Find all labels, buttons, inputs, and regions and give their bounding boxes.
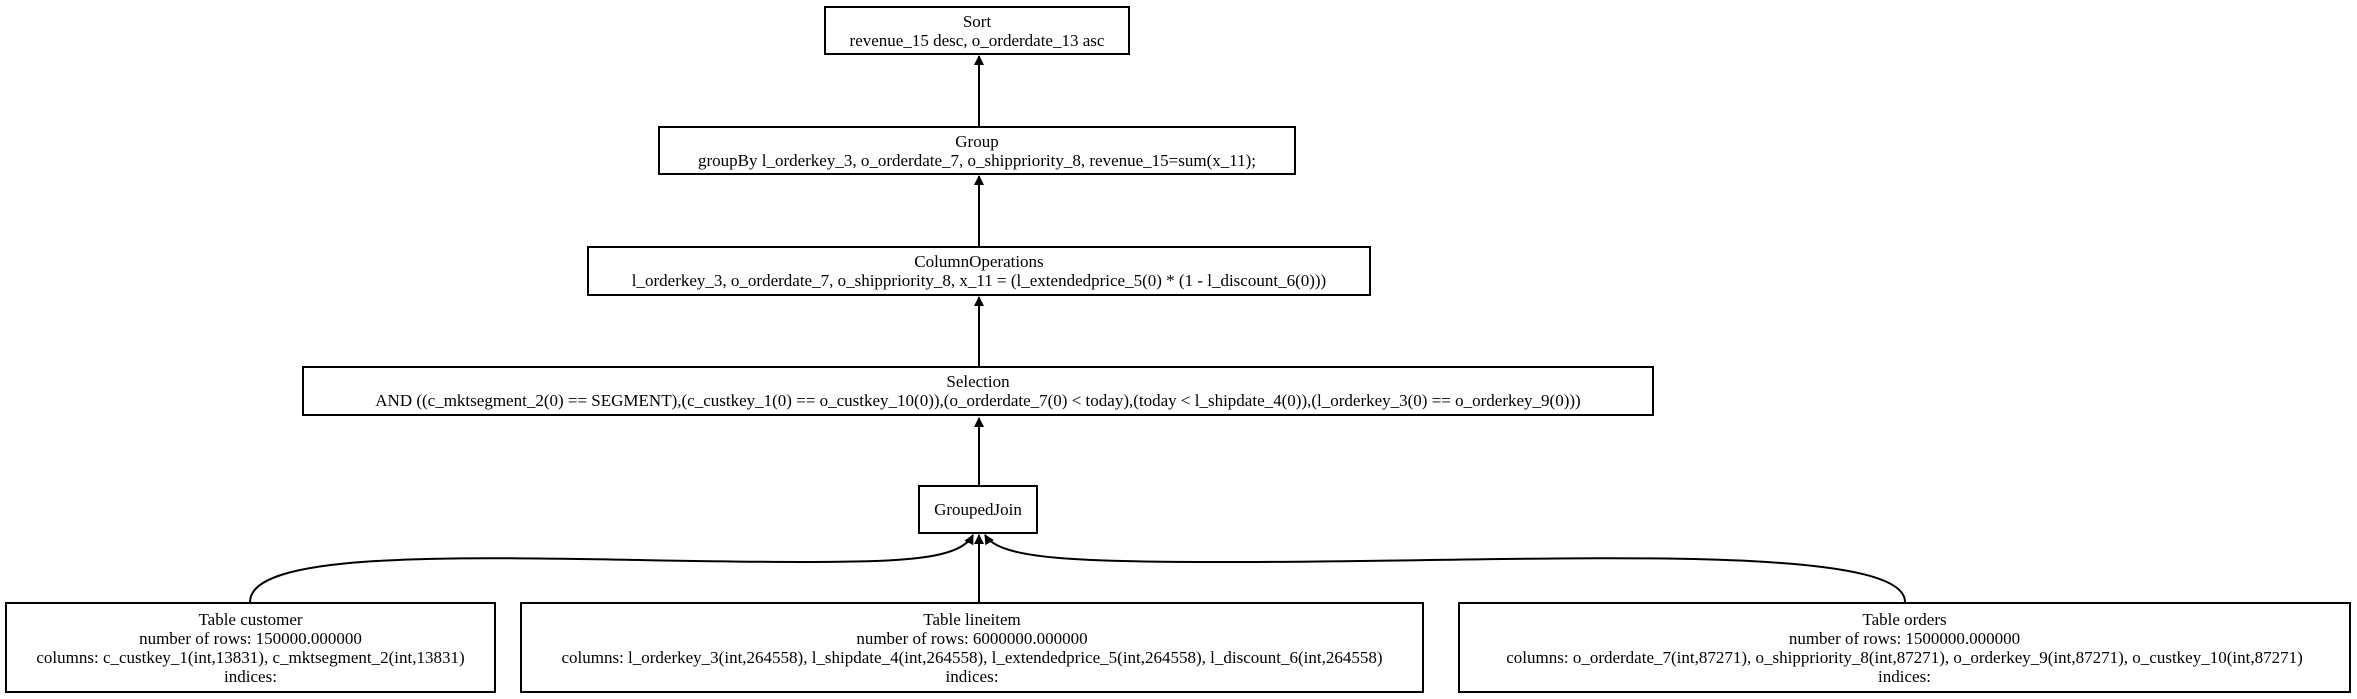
edge-customer-to-grouped-join (249, 534, 974, 603)
node-column-operations-detail: l_orderkey_3, o_orderdate_7, o_shipprior… (631, 271, 1327, 290)
node-table-customer-columns: columns: c_custkey_1(int,13831), c_mktse… (36, 647, 465, 667)
node-grouped-join-title: GroupedJoin (934, 500, 1022, 519)
node-sort-title: Sort (962, 11, 992, 31)
node-table-lineitem-title: Table lineitem (923, 609, 1021, 629)
node-group-detail: groupBy l_orderkey_3, o_orderdate_7, o_s… (697, 150, 1257, 170)
node-table-customer-title: Table customer (198, 609, 303, 629)
node-sort-detail: revenue_15 desc, o_orderdate_13 asc (849, 30, 1105, 50)
node-selection-detail: AND ((c_mktsegment_2(0) == SEGMENT),(c_c… (375, 391, 1581, 410)
node-table-lineitem: Table lineitem number of rows: 6000000.0… (520, 602, 1424, 693)
node-selection-title: Selection (946, 372, 1010, 391)
node-table-lineitem-indices: indices: (945, 666, 999, 686)
node-table-orders-rows: number of rows: 1500000.000000 (1788, 628, 2021, 648)
node-grouped-join: GroupedJoin (918, 485, 1038, 534)
node-table-customer-rows: number of rows: 150000.000000 (139, 628, 362, 648)
node-table-orders-title: Table orders (1862, 609, 1947, 629)
node-column-operations: ColumnOperations l_orderkey_3, o_orderda… (587, 246, 1371, 296)
node-table-orders: Table orders number of rows: 1500000.000… (1458, 602, 2351, 693)
node-table-lineitem-columns: columns: l_orderkey_3(int,264558), l_shi… (561, 647, 1383, 667)
node-table-lineitem-rows: number of rows: 6000000.000000 (856, 628, 1088, 648)
node-sort: Sort revenue_15 desc, o_orderdate_13 asc (824, 6, 1130, 55)
edge-orders-to-grouped-join (984, 534, 1906, 603)
node-table-orders-indices: indices: (1878, 666, 1931, 686)
node-group: Group groupBy l_orderkey_3, o_orderdate_… (658, 126, 1296, 175)
node-selection: Selection AND ((c_mktsegment_2(0) == SEG… (302, 366, 1654, 416)
node-column-operations-title: ColumnOperations (914, 252, 1044, 271)
node-table-orders-columns: columns: o_orderdate_7(int,87271), o_shi… (1506, 647, 2303, 667)
node-table-customer: Table customer number of rows: 150000.00… (5, 602, 496, 693)
node-table-customer-indices: indices: (224, 666, 277, 686)
node-group-title: Group (955, 131, 999, 151)
